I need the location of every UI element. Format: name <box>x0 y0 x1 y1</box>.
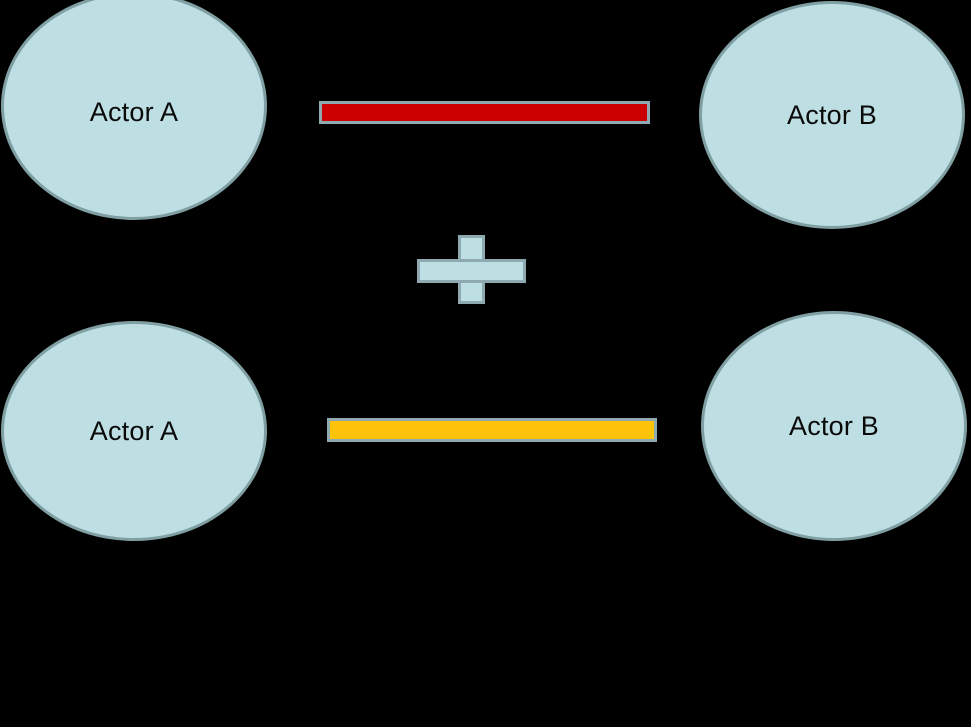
actor-node-top-right[interactable]: Actor B <box>699 1 965 229</box>
actor-node-bottom-left[interactable]: Actor A <box>1 321 267 541</box>
actor-label: Actor B <box>787 99 877 130</box>
actor-label: Actor B <box>789 410 879 441</box>
actor-label: Actor A <box>89 96 179 127</box>
actor-node-bottom-right[interactable]: Actor B <box>701 311 967 541</box>
actor-label: Actor A <box>89 415 179 446</box>
relationship-bar-red[interactable] <box>319 101 650 124</box>
plus-center <box>461 262 482 280</box>
actor-node-top-left[interactable]: Actor A <box>1 0 267 220</box>
relationship-bar-yellow[interactable] <box>327 418 657 442</box>
plus-icon <box>417 235 526 304</box>
